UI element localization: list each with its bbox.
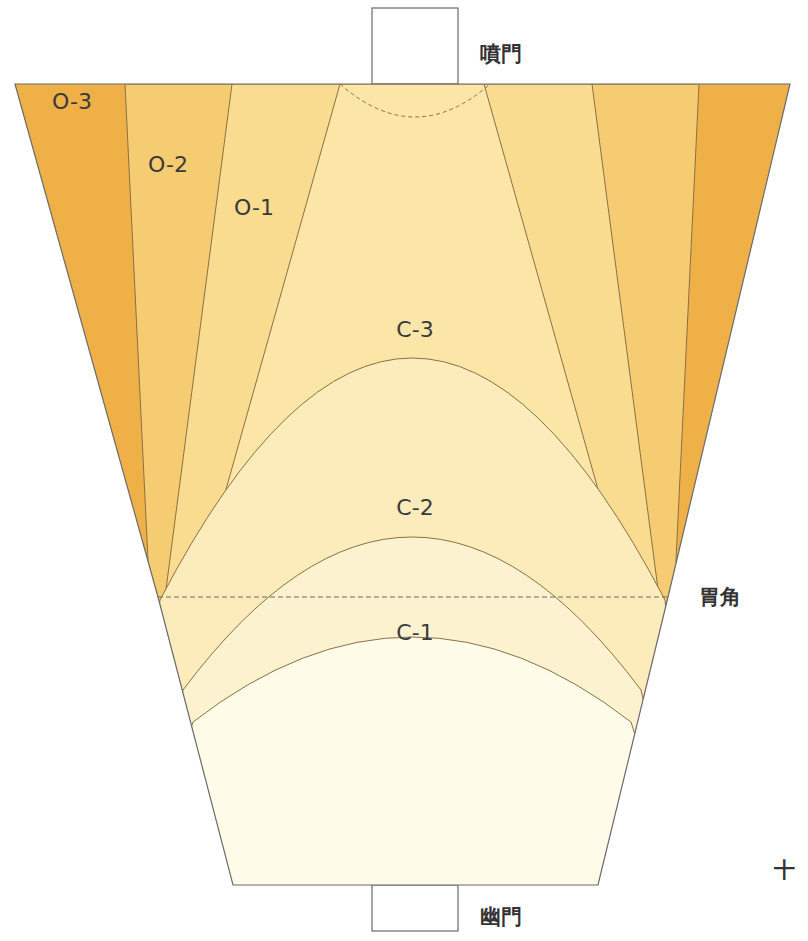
angle-line: [158, 597, 668, 598]
cardia-tube: [372, 8, 458, 84]
zone-label: O-1: [234, 197, 274, 219]
zone-label: O-3: [52, 91, 92, 113]
zone-label: O-2: [148, 154, 188, 176]
place-label: 幽門: [480, 907, 522, 928]
stomach-outline: [15, 84, 790, 885]
c2-zone: [120, 537, 700, 940]
zone-label: C-2: [396, 497, 433, 519]
zone-label: C-3: [396, 319, 433, 341]
fragment-label: 十: [774, 860, 795, 881]
c3-zone: [120, 358, 700, 940]
c1-zone: [120, 637, 700, 940]
place-label: 噴門: [480, 44, 522, 65]
zone-label: C-1: [396, 622, 433, 644]
place-label: 胃角: [699, 587, 741, 608]
cardia-arc: [340, 84, 490, 117]
pylorus-tube: [372, 885, 458, 931]
